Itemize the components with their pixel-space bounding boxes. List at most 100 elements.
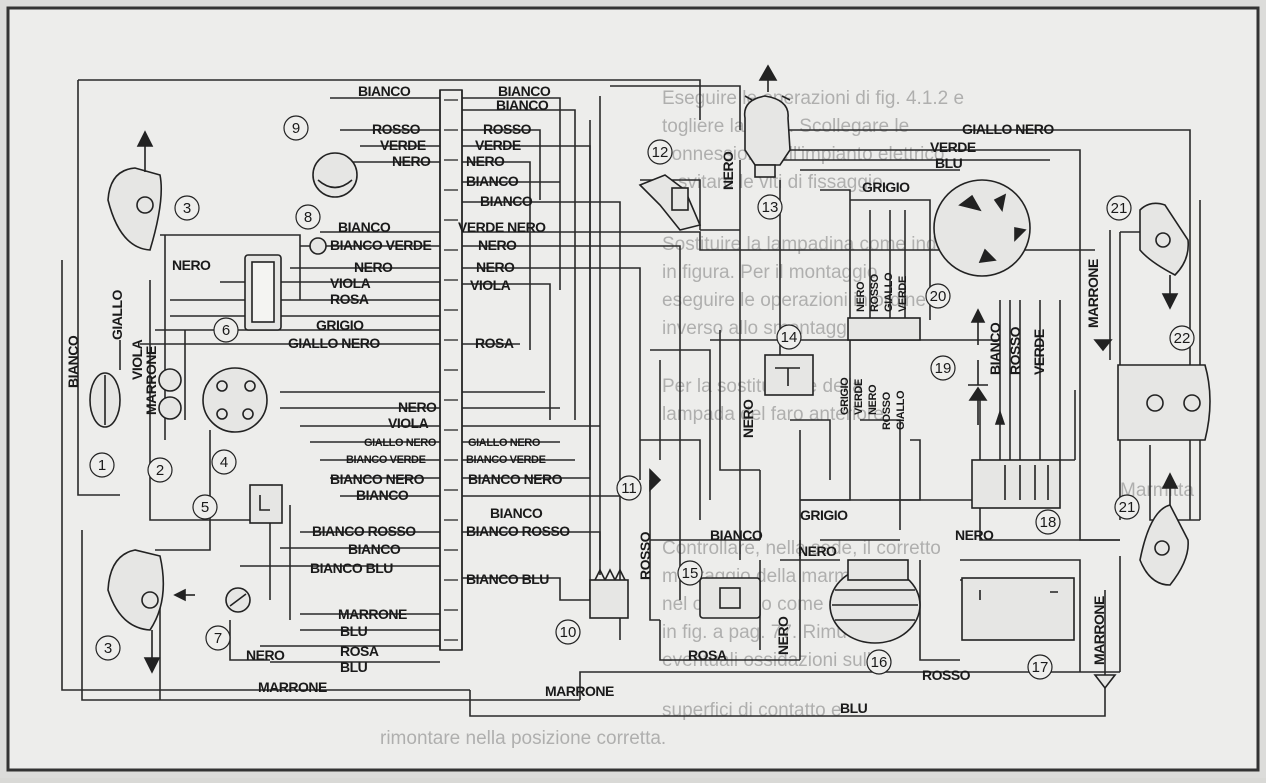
wire-label: BIANCO xyxy=(480,193,533,209)
wire-label: MARRONE xyxy=(338,606,407,622)
rectifier-icon xyxy=(968,308,1006,425)
wire-label: VERDE NERO xyxy=(458,219,546,235)
multi-connector-icon xyxy=(847,317,921,341)
wire-label: ROSSO xyxy=(869,273,881,312)
callout-label: 5 xyxy=(201,499,209,516)
bg-line: superfici di contatto e xyxy=(662,700,842,721)
component-callouts: 1 2 3 3 4 5 6 7 8 9 10 11 12 13 14 15 16… xyxy=(89,115,1195,680)
diode-icon xyxy=(649,468,662,492)
wire-label: ROSSO xyxy=(483,121,532,137)
wire-label: BIANCO xyxy=(496,97,549,113)
wire-label: GIALLO NERO xyxy=(962,121,1054,137)
wire-label: GIALLO xyxy=(109,290,125,340)
callout-label: 9 xyxy=(292,120,300,137)
fuse-box-icon xyxy=(971,459,1061,509)
wire-label: BIANCO xyxy=(490,505,543,521)
rear-light-icon xyxy=(107,130,163,251)
callout-label: 10 xyxy=(560,624,577,641)
bg-line: rimontare nella posizione corretta. xyxy=(380,728,666,749)
wire-label: BIANCO VERDE xyxy=(466,454,546,466)
wire-label: NERO xyxy=(867,384,879,415)
wire-label: ROSSO xyxy=(922,667,971,683)
callout-label: 11 xyxy=(621,480,637,497)
wire-label: BLU xyxy=(840,700,868,716)
wire-label: VERDE xyxy=(897,276,909,312)
wire-label: BLU xyxy=(340,623,368,639)
wire-label: BLU xyxy=(340,659,368,675)
wire-labels: BIANCO BIANCO BIANCO ROSSO ROSSO VERDE V… xyxy=(65,83,1107,716)
wire-label: MARRONE xyxy=(1085,259,1101,328)
wire-label: ROSA xyxy=(340,643,379,659)
wire-label: VERDE xyxy=(380,137,426,153)
bg-line: Per la sostituzione della xyxy=(662,376,863,397)
starter-relay-icon xyxy=(764,354,814,396)
brake-switch-icon xyxy=(638,174,702,231)
wire-label: GRIGIO xyxy=(839,377,851,415)
wire-label: VIOLA xyxy=(388,415,429,431)
wire-label: NERO xyxy=(955,527,994,543)
headlamp-icon xyxy=(89,372,121,428)
callout-label: 13 xyxy=(762,199,779,216)
rear-light-icon xyxy=(107,549,195,674)
wire-label: BIANCO ROSSO xyxy=(466,523,570,539)
rear-turn-light-icon xyxy=(1139,472,1189,586)
callout-label: 19 xyxy=(935,360,952,377)
starter-button-icon xyxy=(699,577,761,619)
wire-label: BIANCO xyxy=(338,219,391,235)
ignition-switch-icon xyxy=(933,179,1031,277)
wire-label: GRIGIO xyxy=(316,317,364,333)
connector-icon xyxy=(1093,674,1117,690)
wire-label: NERO xyxy=(476,259,515,275)
wire-label: ROSSO xyxy=(1007,326,1023,375)
wire-label: GIALLO xyxy=(883,272,895,312)
wire-label: VIOLA xyxy=(470,277,511,293)
wire-label: NERO xyxy=(478,237,517,253)
cdi-unit-icon xyxy=(829,559,921,644)
wire-label: MARRONE xyxy=(258,679,327,695)
bg-line: Controllare, nella sede, il corretto xyxy=(662,538,941,559)
wire-label: NERO xyxy=(740,399,756,438)
wire-label: ROSSO xyxy=(637,531,653,580)
wire-label: BIANCO xyxy=(987,322,1003,375)
callout-label: 3 xyxy=(104,640,112,657)
callout-label: 7 xyxy=(214,630,222,647)
wire-label: VERDE xyxy=(853,379,865,415)
callout-label: 20 xyxy=(930,288,947,305)
wire-label: VERDE xyxy=(930,139,976,155)
ignition-coil-icon xyxy=(589,568,629,619)
wire-label: MARRONE xyxy=(545,683,614,699)
wire-label: BIANCO xyxy=(498,83,551,99)
tail-lamp-icon xyxy=(1117,364,1211,441)
wire-label: GIALLO NERO xyxy=(468,437,541,449)
battery-icon xyxy=(961,577,1075,641)
wire-label: BIANCO VERDE xyxy=(330,237,432,253)
bg-line: in fig. a pag. 77. Rimuovere xyxy=(662,622,894,643)
starter-motor-icon xyxy=(743,64,791,178)
wire-label: GIALLO NERO xyxy=(288,335,380,351)
relay-icon xyxy=(249,484,283,524)
callout-label: 21 xyxy=(1111,200,1128,217)
stop-switch-icon xyxy=(309,237,327,255)
callout-label: 2 xyxy=(156,462,164,479)
wire-label: BIANCO ROSSO xyxy=(312,523,416,539)
wire-label: ROSA xyxy=(688,647,727,663)
wire-label: ROSA xyxy=(475,335,514,351)
wire-label: NERO xyxy=(720,151,736,190)
wire-label: BIANCO xyxy=(466,173,519,189)
callout-label: 18 xyxy=(1040,514,1057,531)
wire-label: NERO xyxy=(354,259,393,275)
wire-label: BIANCO xyxy=(348,541,401,557)
light-switch-icon xyxy=(202,367,268,433)
bg-line: eseguire le operazioni in ordine xyxy=(662,290,926,311)
bg-line: inverso allo smontaggio. xyxy=(662,318,867,339)
callout-label: 4 xyxy=(220,454,228,471)
wire-label: ROSSO xyxy=(881,391,893,430)
components xyxy=(89,64,1211,690)
wire-label: VIOLA xyxy=(129,339,145,380)
wire-label: BIANCO xyxy=(358,83,411,99)
callout-label: 14 xyxy=(781,329,798,346)
wire-label: VIOLA xyxy=(330,275,371,291)
wire-label: ROSSO xyxy=(372,121,421,137)
bg-line: Eseguire le operazioni di fig. 4.1.2 e xyxy=(662,88,964,109)
